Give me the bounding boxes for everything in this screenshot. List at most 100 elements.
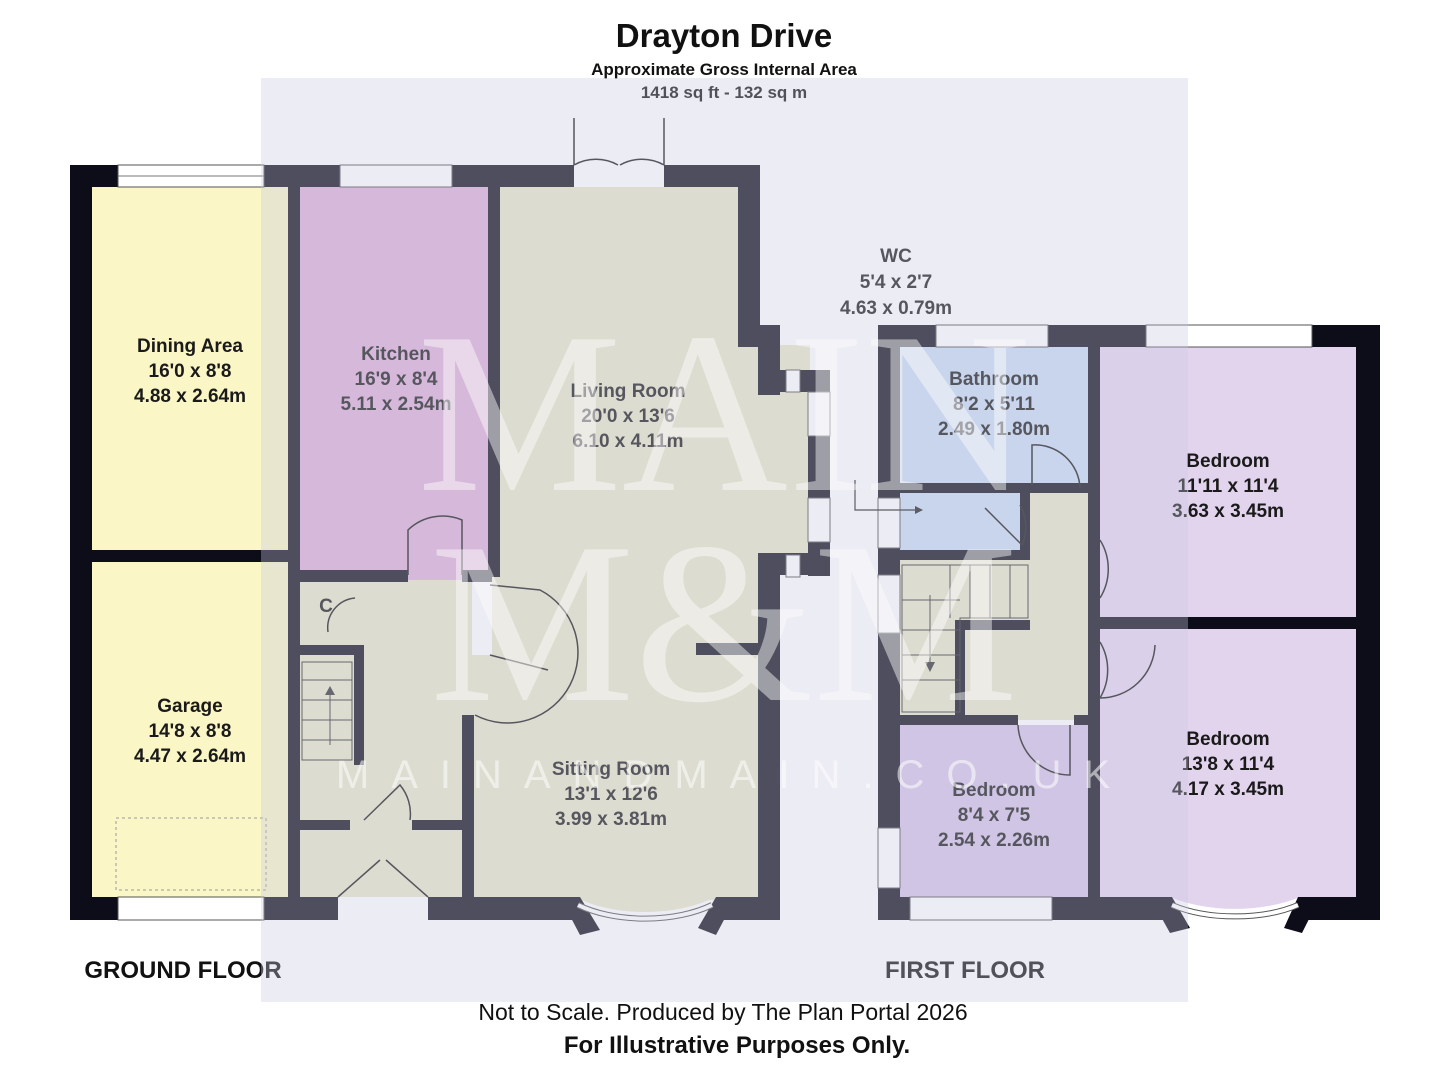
wall <box>300 645 364 655</box>
room-dim-imperial: 8'4 x 7'5 <box>958 805 1031 826</box>
wall <box>462 715 474 897</box>
watermark-main: MAIN <box>417 285 1030 540</box>
wall <box>1048 325 1146 347</box>
wall <box>288 187 300 897</box>
wall <box>696 643 760 655</box>
room-dim-imperial: 8'2 x 5'11 <box>953 394 1035 415</box>
hall-fill <box>300 580 472 897</box>
window <box>1145 324 1313 348</box>
wall <box>1300 897 1380 920</box>
wall <box>900 715 1018 725</box>
wall <box>488 187 500 577</box>
first-floor: WC 5'4 x 2'7 4.63 x 0.79m Bathroom 8'2 x… <box>840 246 1380 984</box>
room-dim-imperial: 16'0 x 8'8 <box>149 361 232 382</box>
wall <box>698 897 736 935</box>
bathroom-fill <box>900 347 1090 485</box>
ground-floor: Dining Area 16'0 x 8'8 4.88 x 2.64m Kitc… <box>70 118 831 984</box>
landing-fill <box>1030 493 1090 560</box>
wall <box>965 620 1030 630</box>
garage-door <box>115 817 267 891</box>
door <box>489 654 549 671</box>
door <box>326 597 356 633</box>
room-name: Bedroom <box>952 780 1035 801</box>
room-dim-imperial: 20'0 x 13'6 <box>581 406 675 427</box>
room-name: Bedroom <box>1186 451 1269 472</box>
sitting-bay-fill <box>575 897 715 913</box>
watermark: MAIN M&M MAINANDMAIN.CO.UK <box>261 78 1188 1002</box>
wall <box>1088 347 1100 897</box>
room-name: WC <box>880 246 912 267</box>
dining-area-fill <box>92 187 292 552</box>
wc-pointer <box>854 480 915 511</box>
area-subtitle: Approximate Gross Internal Area <box>591 60 857 79</box>
footer-disclaimer: For Illustrative Purposes Only. <box>564 1032 910 1059</box>
garage-fill <box>92 562 292 897</box>
window <box>877 827 901 889</box>
wall <box>900 483 1088 493</box>
room-dim-metric: 6.10 x 4.11m <box>573 431 684 452</box>
wall <box>878 897 910 920</box>
door <box>1017 724 1071 776</box>
window <box>339 164 453 188</box>
window <box>877 574 901 634</box>
wall <box>70 165 92 920</box>
bay-window-glass <box>577 903 713 921</box>
window <box>785 554 801 578</box>
door <box>474 584 579 724</box>
window <box>785 369 801 393</box>
room-dim-metric: 2.54 x 2.26m <box>938 830 1050 851</box>
landing-fill <box>900 560 1090 720</box>
door <box>1031 444 1081 489</box>
wall <box>1052 897 1170 920</box>
wall <box>1150 897 1190 933</box>
watermark-site: MAINANDMAIN.CO.UK <box>336 753 1132 797</box>
room-name: Kitchen <box>361 344 431 365</box>
plan-title: Drayton Drive <box>616 17 832 54</box>
room-dim-metric: 3.99 x 3.81m <box>555 809 667 830</box>
room-name: Garage <box>157 696 222 717</box>
footer-note: Not to Scale. Produced by The Plan Porta… <box>478 999 967 1025</box>
door <box>984 504 1027 547</box>
room-dim-imperial: 11'11 x 11'4 <box>1178 476 1279 497</box>
room-name: Bedroom <box>1186 729 1269 750</box>
room-name: Dining Area <box>137 336 243 357</box>
stairs <box>301 661 353 761</box>
room-name: Bathroom <box>949 369 1039 390</box>
wall <box>300 820 350 830</box>
window <box>909 896 1053 921</box>
wall <box>264 897 338 920</box>
living-room-fill <box>492 187 760 657</box>
room-dim-metric: 4.88 x 2.64m <box>134 386 246 407</box>
wall <box>428 897 574 920</box>
ground-floor-label: GROUND FLOOR <box>84 957 281 984</box>
room-dim-imperial: 16'9 x 8'4 <box>355 369 438 390</box>
wall <box>664 165 760 187</box>
window <box>807 497 831 543</box>
room-dim-imperial: 13'8 x 11'4 <box>1182 754 1275 775</box>
door <box>337 859 429 898</box>
wall <box>738 165 760 345</box>
room-dim-metric: 4.63 x 0.79m <box>840 298 952 319</box>
first-floor-label: FIRST FLOOR <box>885 957 1045 984</box>
wc-fill <box>900 493 1030 550</box>
wall <box>900 550 1030 560</box>
door <box>1099 539 1110 599</box>
wall <box>354 645 364 765</box>
room-dim-imperial: 14'8 x 8'8 <box>149 721 232 742</box>
wall <box>462 570 492 582</box>
room-dim-metric: 4.17 x 3.45m <box>1172 779 1284 800</box>
door <box>407 515 463 575</box>
watermark-logo: M&M <box>430 495 1018 750</box>
room-name: Sitting Room <box>552 759 670 780</box>
french-doors <box>573 118 665 166</box>
area-total: 1418 sq ft - 132 sq m <box>641 83 807 102</box>
wall <box>1074 715 1088 725</box>
room-dim-metric: 5.11 x 2.54m <box>341 394 452 415</box>
wall <box>264 165 340 187</box>
wall <box>92 550 288 562</box>
room-dim-metric: 2.49 x 1.80m <box>938 419 1050 440</box>
wall <box>452 165 574 187</box>
stairs <box>901 564 1029 713</box>
door <box>363 783 412 821</box>
window <box>935 324 1049 348</box>
